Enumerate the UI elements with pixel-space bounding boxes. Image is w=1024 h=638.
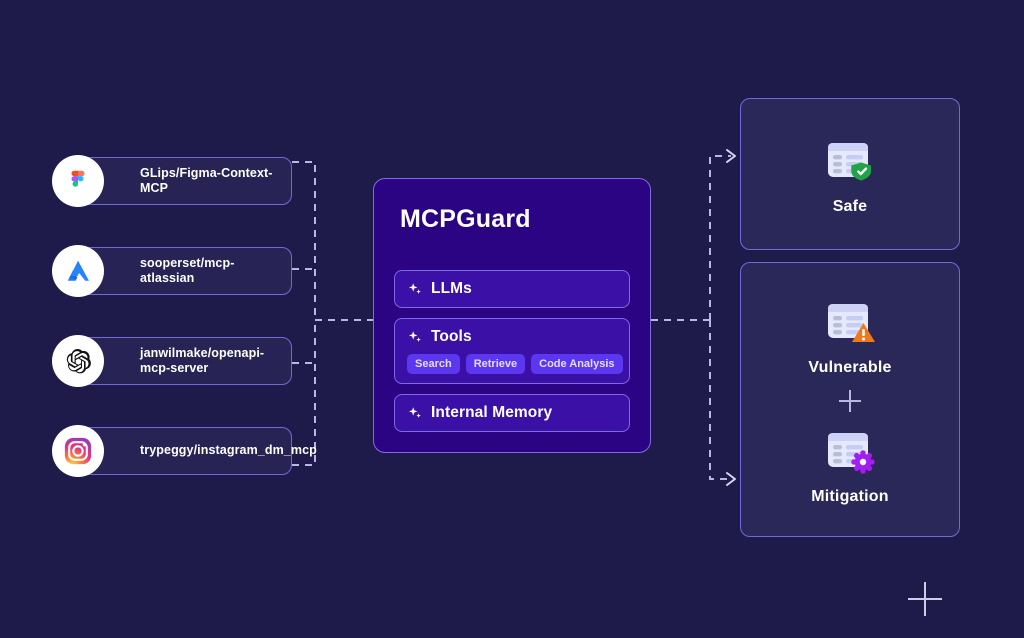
result-label: Safe — [832, 197, 868, 215]
capability-internal-memory[interactable]: Internal Memory — [394, 394, 630, 432]
gear-icon — [851, 449, 875, 474]
list-item[interactable]: GLips/Figma-Context-MCP — [52, 155, 292, 207]
tool-tag-retrieve[interactable]: Retrieve — [465, 354, 526, 374]
server-pill[interactable]: trypeggy/instagram_dm_mcp — [77, 427, 317, 475]
list-item[interactable]: trypeggy/instagram_dm_mcp — [52, 425, 317, 477]
capability-tools[interactable]: Tools Search Retrieve Code Analysis — [394, 318, 630, 384]
figma-logo — [52, 155, 104, 207]
server-label: janwilmake/openapi-mcp-server — [140, 345, 265, 375]
result-item-vulnerable: Vulnerable — [808, 294, 891, 377]
server-pill[interactable]: GLips/Figma-Context-MCP — [77, 157, 292, 205]
sparkle-icon — [409, 407, 421, 418]
result-label: Mitigation — [811, 487, 889, 505]
atlassian-logo — [52, 245, 104, 297]
document-icon — [822, 133, 878, 189]
mcp-server-list: GLips/Figma-Context-MCP — [52, 155, 317, 477]
page-title: MCPGuard — [400, 205, 531, 233]
capability-label: Tools — [431, 328, 472, 345]
document-icon — [822, 423, 878, 479]
list-item[interactable]: sooperset/mcp-atlassian — [52, 245, 292, 297]
server-label: GLips/Figma-Context-MCP — [140, 165, 273, 195]
server-label: trypeggy/instagram_dm_mcp — [140, 443, 317, 458]
mcpguard-panel: MCPGuard LLMs Tools — [373, 178, 651, 453]
arrowhead-vulnerable — [726, 472, 736, 486]
document-icon — [822, 294, 878, 350]
sparkle-icon — [409, 283, 421, 294]
result-label: Vulnerable — [808, 358, 892, 376]
openai-logo — [52, 335, 104, 387]
result-item-safe: Safe — [822, 133, 878, 216]
arrowhead-safe — [726, 149, 736, 163]
sparkle-icon — [409, 331, 421, 342]
guard-capability-list: LLMs Tools Search Retrieve Code Analysis — [394, 270, 630, 432]
canvas-plus-marker — [908, 582, 942, 616]
server-pill[interactable]: janwilmake/openapi-mcp-server — [77, 337, 292, 385]
tool-tag-code-analysis[interactable]: Code Analysis — [531, 354, 623, 374]
capability-llms[interactable]: LLMs — [394, 270, 630, 308]
capability-label: Internal Memory — [431, 404, 553, 421]
plus-icon — [839, 389, 861, 412]
warning-triangle-icon — [852, 322, 875, 342]
instagram-logo — [52, 425, 104, 477]
server-pill[interactable]: sooperset/mcp-atlassian — [77, 247, 292, 295]
shield-check-icon — [851, 162, 872, 181]
tool-tag-list: Search Retrieve Code Analysis — [407, 354, 623, 374]
result-card-safe[interactable]: Safe — [740, 98, 960, 250]
result-item-mitigation: Mitigation — [811, 423, 889, 506]
tool-tag-search[interactable]: Search — [407, 354, 460, 374]
result-card-vulnerable[interactable]: Vulnerable — [740, 262, 960, 537]
server-label: sooperset/mcp-atlassian — [140, 255, 235, 285]
capability-label: LLMs — [431, 280, 472, 297]
list-item[interactable]: janwilmake/openapi-mcp-server — [52, 335, 292, 387]
